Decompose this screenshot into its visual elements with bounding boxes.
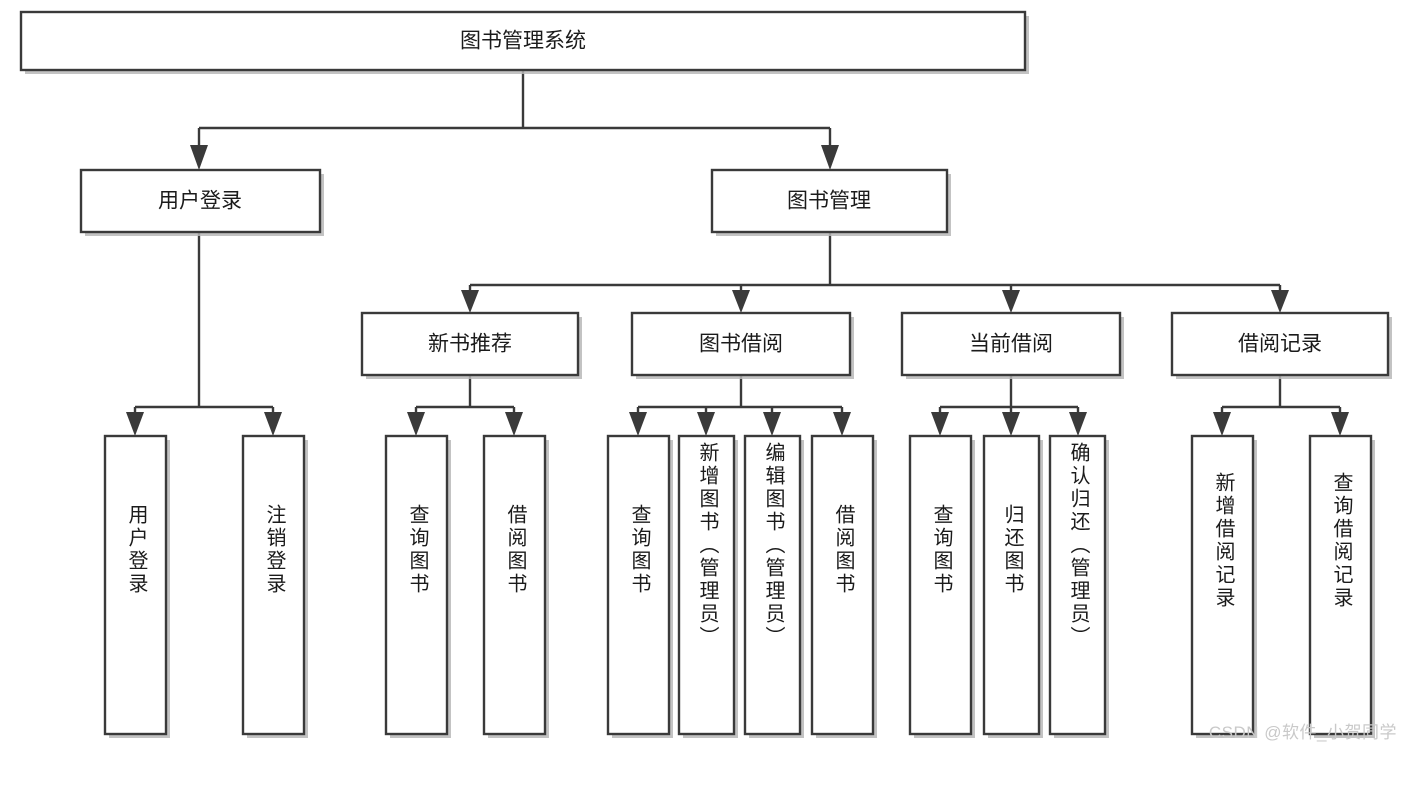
leaf-edit-book-box[interactable] [743,434,802,736]
user-login-label: 用户登录 [158,190,242,213]
leaf-query-borrow-record-box[interactable] [1308,434,1373,736]
root-label: 图书管理系统 [460,30,586,53]
leaf-query-book-borrow-box[interactable] [606,434,671,736]
arrow-to-leaf-borrow-book-recommend [505,412,523,436]
arrow-to-new-book-recommend [461,290,479,313]
new-book-recommend-label: 新书推荐 [428,333,512,356]
user-login-box[interactable] [79,168,322,234]
leaf-logout-box[interactable] [241,434,306,736]
borrow-record-label: 借阅记录 [1238,333,1322,356]
node-current-borrow[interactable]: 当前借阅 [900,311,1124,379]
arrow-to-user-login [190,145,208,170]
arrow-to-borrow-record [1271,290,1289,313]
leaf-box-layer [103,434,1375,738]
borrow-record-box[interactable] [1170,311,1390,377]
book-borrow-label: 图书借阅 [699,333,783,356]
hierarchy-tree-svg: 图书管理系统 用户登录 图书管理 新书推荐 图书借阅 当前借阅 [19,10,1392,738]
node-book-borrow[interactable]: 图书借阅 [630,311,854,379]
arrow-to-leaf-query-book-recommend [407,412,425,436]
leaf-query-book-current-box[interactable] [908,434,973,736]
arrow-to-leaf-confirm-return [1069,412,1087,436]
arrow-to-current-borrow [1002,290,1020,313]
leaf-add-borrow-record-box[interactable] [1190,434,1255,736]
leaf-borrow-book-box[interactable] [810,434,875,736]
leaf-return-book-box[interactable] [982,434,1041,736]
arrow-to-leaf-logout [264,412,282,436]
arrow-to-leaf-borrow-book [833,412,851,436]
arrow-to-book-borrow [732,290,750,313]
current-borrow-label: 当前借阅 [969,333,1053,356]
current-borrow-box[interactable] [900,311,1122,377]
node-root[interactable]: 图书管理系统 [19,10,1029,74]
arrow-to-leaf-query-borrow-record [1331,412,1349,436]
node-new-book-recommend[interactable]: 新书推荐 [360,311,582,379]
root-box[interactable] [19,10,1027,72]
leaf-confirm-return-box[interactable] [1048,434,1107,736]
arrow-to-leaf-edit-book [763,412,781,436]
connector-layer [126,70,1349,436]
arrow-to-book-management [821,145,839,170]
leaf-borrow-book-recommend-box[interactable] [482,434,547,736]
arrow-to-leaf-query-book-current [931,412,949,436]
new-book-recommend-box[interactable] [360,311,580,377]
arrow-to-leaf-add-book [697,412,715,436]
node-user-login[interactable]: 用户登录 [79,168,324,236]
node-book-management[interactable]: 图书管理 [710,168,951,236]
leaf-query-book-recommend-box[interactable] [384,434,449,736]
arrow-to-leaf-user-login [126,412,144,436]
diagram-canvas: 图书管理系统 用户登录 图书管理 新书推荐 图书借阅 当前借阅 [19,10,1397,742]
csdn-watermark: CSDN @软件_小贺同学 [1208,723,1397,742]
node-borrow-record[interactable]: 借阅记录 [1170,311,1392,379]
leaf-user-login-box[interactable] [103,434,168,736]
leaf-add-book-box[interactable] [677,434,736,736]
arrow-to-leaf-add-borrow-record [1213,412,1231,436]
arrow-to-leaf-return-book [1002,412,1020,436]
book-management-box[interactable] [710,168,949,234]
book-management-label: 图书管理 [787,190,871,213]
book-borrow-box[interactable] [630,311,852,377]
arrow-to-leaf-query-book-borrow [629,412,647,436]
